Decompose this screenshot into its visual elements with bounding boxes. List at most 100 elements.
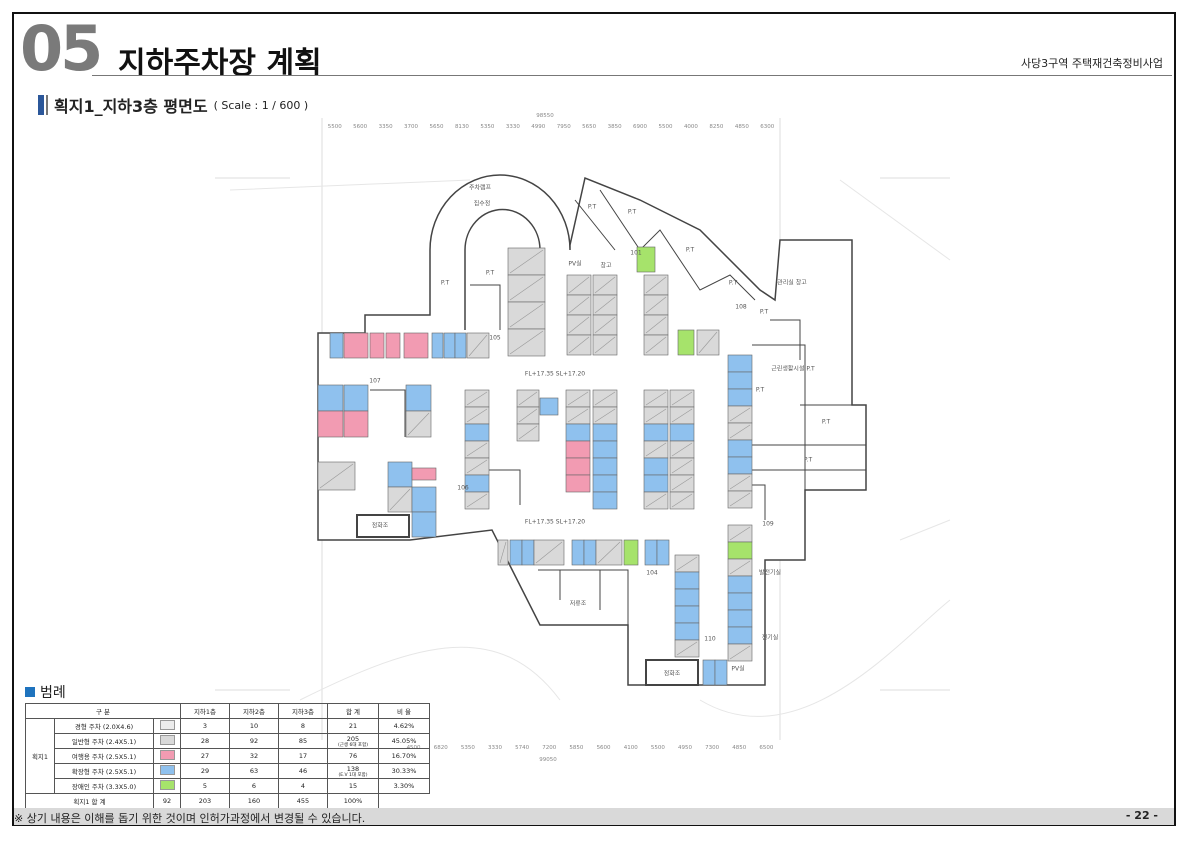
- row-label: 확장형 주차 (2.5X5.1): [54, 763, 154, 779]
- stall-hatch: [676, 556, 698, 571]
- dimension-label: 3330: [488, 745, 502, 751]
- stall-hatch: [568, 336, 590, 354]
- stall-hatch: [389, 488, 411, 511]
- extended-parking-stall: [539, 397, 559, 416]
- stall-hatch: [645, 442, 667, 457]
- row-total-value: 205: [346, 734, 360, 743]
- row-total-value: 76: [348, 752, 358, 760]
- room-label: P.T: [587, 203, 597, 211]
- extended-parking-stall: [674, 605, 700, 624]
- row-total-value: 21: [348, 722, 358, 730]
- extended-parking-stall: [714, 659, 728, 686]
- sum-b3: 160: [229, 793, 279, 809]
- stall-hatch: [594, 276, 616, 294]
- row-b3: 46: [278, 763, 328, 779]
- room-label: PV실: [568, 260, 582, 268]
- header-divider: [92, 75, 1172, 76]
- stall-hatch: [645, 493, 667, 508]
- page-number: - 22 -: [1125, 809, 1158, 822]
- dimension-total: 99050: [539, 757, 557, 763]
- table-sum-row: 획지1 합 계 92 203 160 455 100%: [25, 793, 430, 809]
- dimension-label: 4000: [683, 124, 698, 130]
- row-label: 일반형 주차 (2.4X5.1): [54, 733, 154, 749]
- stall-hatch: [645, 336, 667, 354]
- section-number: 05: [20, 12, 103, 85]
- row-b1: 5: [180, 778, 230, 794]
- extended-parking-stall: [329, 332, 344, 359]
- women-parking-stall: [343, 332, 369, 359]
- stall-hatch: [466, 493, 488, 508]
- dimension-label: 4850: [734, 124, 749, 130]
- stall-hatch: [468, 334, 488, 357]
- stall-hatch: [466, 442, 488, 457]
- stall-hatch: [729, 526, 751, 541]
- room-label: PV실: [731, 665, 745, 673]
- room-label: 109: [762, 520, 774, 528]
- dimension-label: 5500: [650, 745, 665, 751]
- row-b3: 85: [278, 733, 328, 749]
- septic-tank-room-left: [356, 514, 410, 538]
- dimension-label: 5500: [658, 124, 673, 130]
- extended-parking-stall: [583, 539, 597, 566]
- sum-total: 455: [278, 793, 328, 809]
- stall-hatch: [568, 296, 590, 314]
- extended-parking-stall: [727, 575, 753, 594]
- row-total: 138(E.V 1대 포함): [327, 763, 379, 779]
- header-total: 합 계: [327, 703, 379, 719]
- extended-parking-stall: [643, 474, 669, 493]
- stall-hatch: [676, 641, 698, 656]
- dimension-label: 6500: [759, 745, 774, 751]
- stall-hatch: [518, 425, 538, 440]
- row-b2: 32: [229, 748, 279, 764]
- row-b3: 8: [278, 718, 328, 734]
- extended-parking-stall: [727, 626, 753, 645]
- stall-hatch: [594, 408, 616, 423]
- stall-hatch: [729, 407, 751, 422]
- women-parking-stall: [565, 457, 591, 476]
- stall-hatch: [645, 316, 667, 334]
- disabled-parking-stall: [636, 246, 656, 273]
- extended-parking-stall: [571, 539, 585, 566]
- women-parking-stall: [411, 467, 437, 481]
- row-total: 205(근생 6대 포함): [327, 733, 379, 749]
- women-parking-stall: [565, 474, 591, 493]
- row-label: 경형 주차 (2.0X4.6): [54, 718, 154, 734]
- sum-b1: 92: [153, 793, 181, 809]
- dimension-label: 3330: [505, 124, 520, 130]
- sum-label: 획지1 합 계: [25, 793, 154, 809]
- room-label: 정화조: [663, 670, 681, 678]
- stall-hatch: [729, 492, 751, 507]
- footer-bar: ※ 상기 내용은 이해를 돕기 위한 것이며 인허가과정에서 변경될 수 있습니…: [14, 808, 1174, 825]
- room-label: P.T: [440, 279, 450, 287]
- dimension-label: 5650: [582, 124, 597, 130]
- women-parking-stall: [343, 410, 369, 438]
- stall-hatch: [509, 276, 544, 301]
- stall-hatch: [729, 560, 751, 575]
- scale-text: ( Scale : 1 / 600 ): [213, 98, 309, 112]
- dimension-label: 4100: [623, 745, 638, 751]
- extended-parking-stall: [592, 457, 618, 476]
- section-subtitle: 획지1_지하3층 평면도 ( Scale : 1 / 600 ): [38, 93, 308, 117]
- extended-parking-stall: [454, 332, 467, 359]
- room-label: 107: [369, 377, 381, 385]
- header-b2: 지하2층: [229, 703, 279, 719]
- women-parking-stall: [317, 410, 344, 438]
- header-ratio: 비 율: [378, 703, 430, 719]
- extended-parking-stall: [643, 423, 669, 442]
- project-name: 사당3구역 주택재건축정비사업: [1020, 57, 1163, 70]
- row-total: 15: [327, 778, 379, 794]
- room-label: P.T: [821, 418, 831, 426]
- stall-hatch: [594, 391, 616, 406]
- dimension-label: 5650: [429, 124, 444, 130]
- room-label: 104: [646, 569, 658, 577]
- row-total: 21: [327, 718, 379, 734]
- stall-hatch: [568, 276, 590, 294]
- extended-parking-stall: [643, 457, 669, 476]
- stall-hatch: [466, 408, 488, 423]
- room-label: P.T: [755, 386, 765, 394]
- dimension-label: 6300: [760, 124, 775, 130]
- sum-ratio: 100%: [327, 793, 379, 809]
- stall-hatch: [509, 330, 544, 355]
